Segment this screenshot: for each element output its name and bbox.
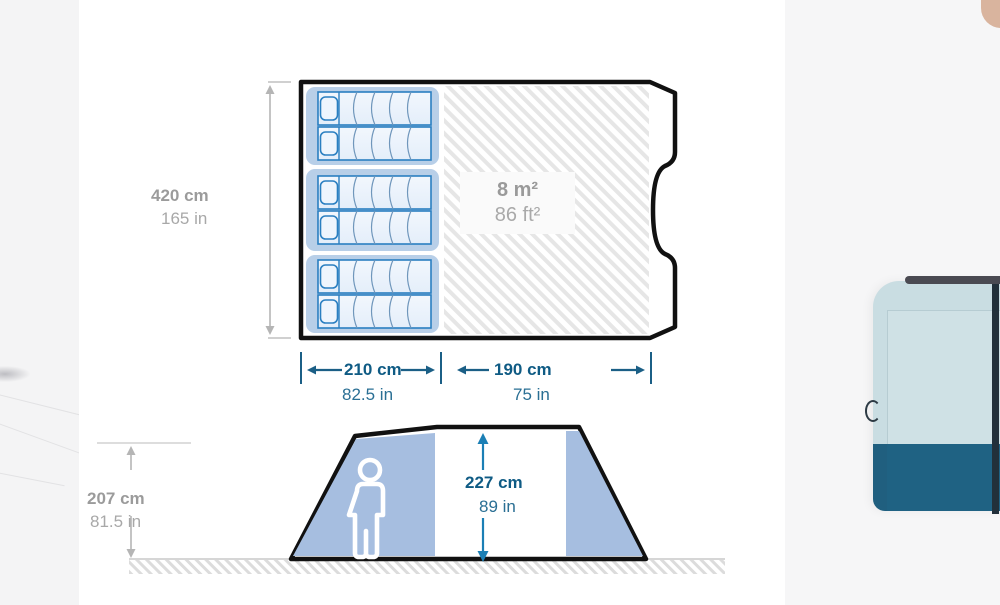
sleeping-mat <box>317 126 432 161</box>
area-imperial-label: 86 ft² <box>494 204 541 226</box>
length-dimension-line <box>265 81 291 339</box>
living-width-imperial-label: 75 in <box>513 385 550 404</box>
living-area-label-box: 8 m² 86 ft² <box>460 172 575 234</box>
bedroom-width-metric-label: 210 cm <box>344 360 402 379</box>
tent-schematic-canvas: 420 cm 165 in 8 m² 86 ft² 210 cm 82.5 in… <box>79 0 785 605</box>
bedroom-width-imperial-label: 82.5 in <box>342 385 394 404</box>
floorplan-svg <box>265 79 678 384</box>
length-metric-label: 420 cm <box>151 186 209 205</box>
peak-height-imperial-label: 89 in <box>479 497 516 516</box>
decorative-line <box>0 392 79 423</box>
length-imperial-label: 165 in <box>161 209 208 228</box>
carry-bag-loop <box>865 400 881 422</box>
carousel-previous-slide-sliver[interactable] <box>0 0 79 605</box>
ground-hatching <box>129 560 725 574</box>
carry-bag-top-panel <box>887 310 1000 446</box>
person-standing-icon <box>346 457 386 560</box>
carry-bag-zipper <box>992 278 999 514</box>
side-height-metric-label: 207 cm <box>87 489 145 508</box>
side-height-imperial-label: 81.5 in <box>90 512 142 531</box>
sleeping-mat <box>317 175 432 210</box>
side-height-dimension-line <box>87 442 191 558</box>
peak-height-dimension-line <box>461 433 551 562</box>
sleeping-mat <box>317 210 432 245</box>
carry-bag-bottom-panel <box>887 444 1000 511</box>
decorative-line <box>0 420 79 466</box>
decorative-line <box>0 470 65 487</box>
side-right-panel <box>566 431 643 556</box>
carry-bag-handle <box>905 276 1000 284</box>
sideview-svg <box>87 424 725 574</box>
sleeping-mat <box>317 259 432 294</box>
photo-corner-detail <box>981 0 1000 28</box>
floorplan-diagram: 420 cm 165 in 8 m² 86 ft² 210 cm 82.5 in… <box>79 0 785 420</box>
peak-height-metric-label: 227 cm <box>465 473 523 492</box>
width-dimension-lines <box>300 352 652 384</box>
decorative-highlight <box>0 366 30 382</box>
living-width-metric-label: 190 cm <box>494 360 552 379</box>
sleeping-mat <box>317 294 432 329</box>
carousel-next-slide-product-photo[interactable] <box>785 0 1000 605</box>
side-left-panel <box>293 433 435 556</box>
area-metric-label: 8 m² <box>496 179 539 201</box>
sideview-diagram: 207 cm 81.5 in 227 cm 89 in <box>79 415 785 605</box>
sleeping-mat <box>317 91 432 126</box>
